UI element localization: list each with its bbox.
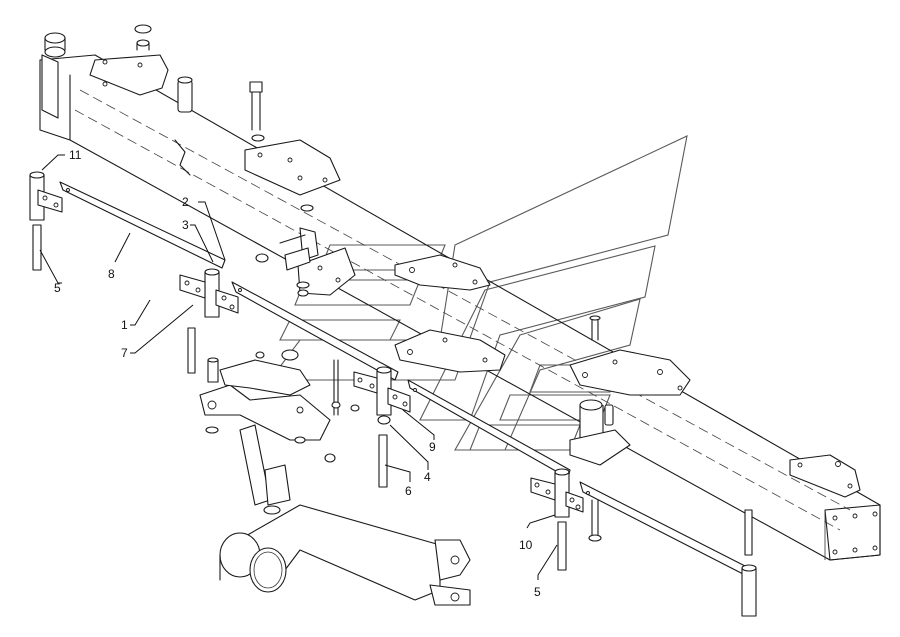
mounting-plates xyxy=(89,54,861,498)
callout-11: 11 xyxy=(69,148,82,162)
callout-2: 2 xyxy=(182,195,189,209)
steering-linkage xyxy=(199,349,360,515)
callout-4: 4 xyxy=(424,470,431,484)
top-fasteners xyxy=(134,24,601,341)
callout-10: 10 xyxy=(519,538,533,552)
hinge-brackets xyxy=(29,171,757,617)
callout-6: 6 xyxy=(405,484,412,498)
callout-8: 8 xyxy=(108,267,115,281)
main-beam xyxy=(39,32,881,561)
callout-1: 1 xyxy=(121,318,128,332)
swing-arm xyxy=(219,504,471,606)
callout-5-left: 5 xyxy=(54,281,61,295)
callout-3: 3 xyxy=(182,218,189,232)
callout-7: 7 xyxy=(121,346,128,360)
callout-5-right: 5 xyxy=(534,585,541,599)
right-support xyxy=(569,399,631,466)
leader-lines xyxy=(39,154,558,580)
callout-9: 9 xyxy=(429,440,436,454)
watermark-logo xyxy=(268,135,688,451)
tie-rods xyxy=(59,181,748,576)
